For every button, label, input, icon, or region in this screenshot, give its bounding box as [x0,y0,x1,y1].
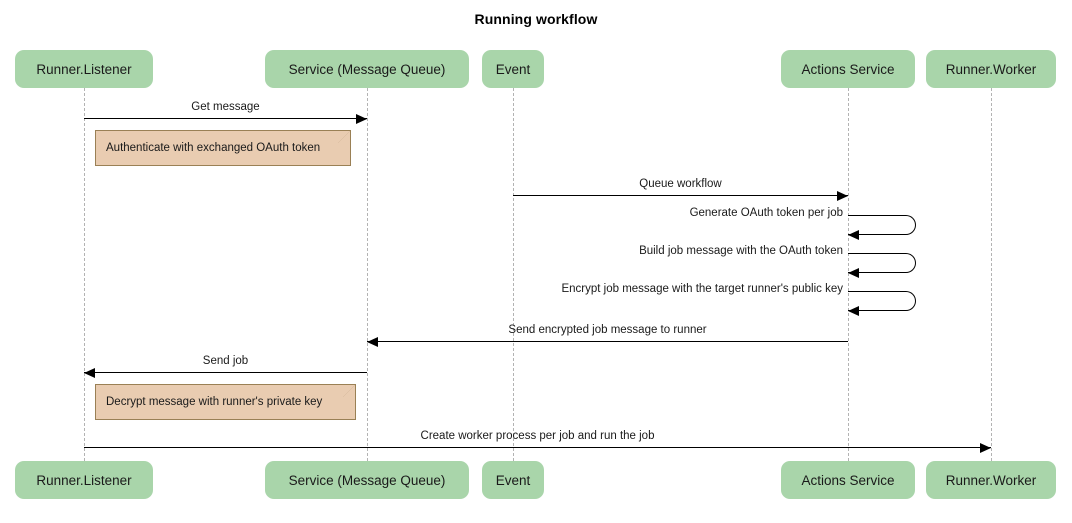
message-label-get-message: Get message [191,101,260,113]
participant-label: Runner.Worker [945,472,1037,488]
message-label-send-job: Send job [202,355,249,367]
participant-top-service-message-queue[interactable]: Service (Message Queue) [265,50,469,88]
message-line-create-worker-process-per-job-and-run-the-job [84,447,991,448]
participant-top-event[interactable]: Event [482,50,544,88]
note-fold-face [343,385,355,397]
participant-label: Actions Service [801,472,895,488]
note-text: Decrypt message with runner's private ke… [106,396,323,408]
participant-bottom-runner-worker[interactable]: Runner.Worker [926,461,1056,499]
participant-bottom-event[interactable]: Event [482,461,544,499]
message-label-queue-workflow: Queue workflow [639,178,722,190]
lifeline-runner-listener [84,88,85,461]
participant-top-runner-worker[interactable]: Runner.Worker [926,50,1056,88]
message-line-get-message [84,118,367,119]
participant-label: Runner.Listener [36,61,132,77]
arrow-head-queue-workflow [837,191,848,201]
participant-label: Event [495,472,531,488]
arrow-head-build-job-message-with-the-oauth-token [848,268,859,278]
message-line-send-job [84,372,367,373]
lifeline-runner-worker [991,88,992,461]
participant-label: Runner.Listener [36,472,132,488]
self-message-loop-generate-oauth-token-per-job [848,215,916,235]
participant-top-actions-service[interactable]: Actions Service [781,50,915,88]
page-title: Running workflow [474,11,598,27]
lifeline-service-message-queue [367,88,368,461]
participant-label: Runner.Worker [945,61,1037,77]
message-label-create-worker-process-per-job-and-run-the-job: Create worker process per job and run th… [420,430,655,442]
arrow-head-create-worker-process-per-job-and-run-the-job [980,443,991,453]
message-label-encrypt-job-message-with-the-target-runners-public-key: Encrypt job message with the target runn… [561,283,843,295]
arrow-head-encrypt-job-message-with-the-target-runners-public-key [848,306,859,316]
self-message-loop-build-job-message-with-the-oauth-token [848,253,916,273]
message-label-send-encrypted-job-message-to-runner: Send encrypted job message to runner [508,324,707,336]
lifeline-event [513,88,514,461]
self-message-loop-encrypt-job-message-with-the-target-runners-public-key [848,291,916,311]
arrow-head-generate-oauth-token-per-job [848,230,859,240]
message-label-generate-oauth-token-per-job: Generate OAuth token per job [689,207,843,219]
note-decrypt-note: Decrypt message with runner's private ke… [95,384,356,420]
participant-label: Event [495,61,531,77]
message-line-send-encrypted-job-message-to-runner [367,341,848,342]
note-fold-face [338,131,350,143]
participant-label: Actions Service [801,61,895,77]
arrow-head-send-job [84,368,95,378]
arrow-head-get-message [356,114,367,124]
participant-bottom-runner-listener[interactable]: Runner.Listener [15,461,153,499]
note-text: Authenticate with exchanged OAuth token [106,142,321,154]
participant-label: Service (Message Queue) [288,61,446,77]
arrow-head-send-encrypted-job-message-to-runner [367,337,378,347]
participant-bottom-service-message-queue[interactable]: Service (Message Queue) [265,461,469,499]
message-line-queue-workflow [513,195,848,196]
note-authenticate-note: Authenticate with exchanged OAuth token [95,130,351,166]
participant-bottom-actions-service[interactable]: Actions Service [781,461,915,499]
participant-label: Service (Message Queue) [288,472,446,488]
message-label-build-job-message-with-the-oauth-token: Build job message with the OAuth token [639,245,843,257]
participant-top-runner-listener[interactable]: Runner.Listener [15,50,153,88]
